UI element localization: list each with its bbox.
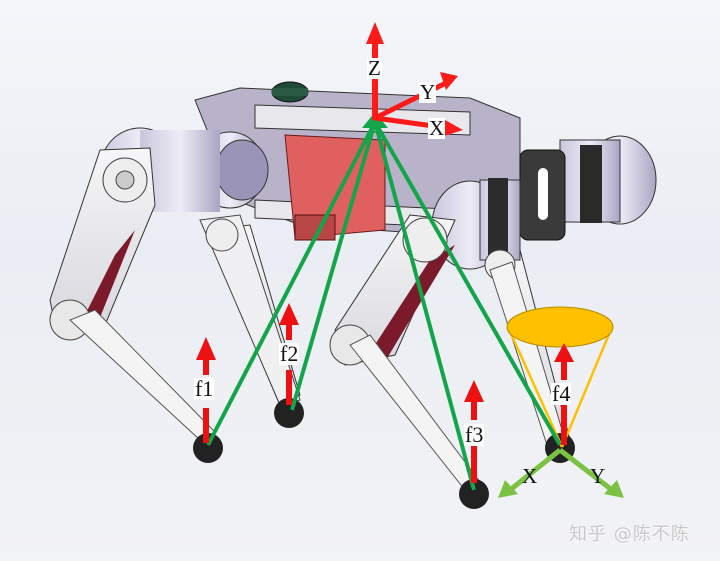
foot-axis-x-label: X bbox=[522, 464, 538, 488]
foot-frame-axes bbox=[498, 448, 624, 498]
foot-3 bbox=[459, 479, 489, 509]
front-left-leg bbox=[49, 147, 216, 441]
friction-cone bbox=[506, 306, 614, 448]
body-axis-y-label: Y bbox=[419, 80, 437, 104]
force-label-f1: f1 bbox=[194, 376, 215, 401]
force-label-f2: f2 bbox=[279, 341, 300, 366]
foot-2 bbox=[274, 398, 304, 428]
force-arrows bbox=[196, 303, 574, 483]
feet bbox=[193, 398, 575, 509]
position-vectors bbox=[206, 121, 562, 491]
body-axis-x-label: X bbox=[428, 116, 446, 140]
hip-motor-stack bbox=[431, 135, 657, 270]
foot-axis-y-label: Y bbox=[590, 464, 606, 488]
body-axis-z-label: Z bbox=[367, 56, 382, 80]
force-label-f4: f4 bbox=[551, 381, 572, 406]
force-label-f3: f3 bbox=[464, 422, 485, 447]
watermark: 知乎 @陈不陈 bbox=[569, 524, 690, 545]
rear-left-leg bbox=[199, 214, 301, 406]
foot-1 bbox=[193, 433, 223, 463]
